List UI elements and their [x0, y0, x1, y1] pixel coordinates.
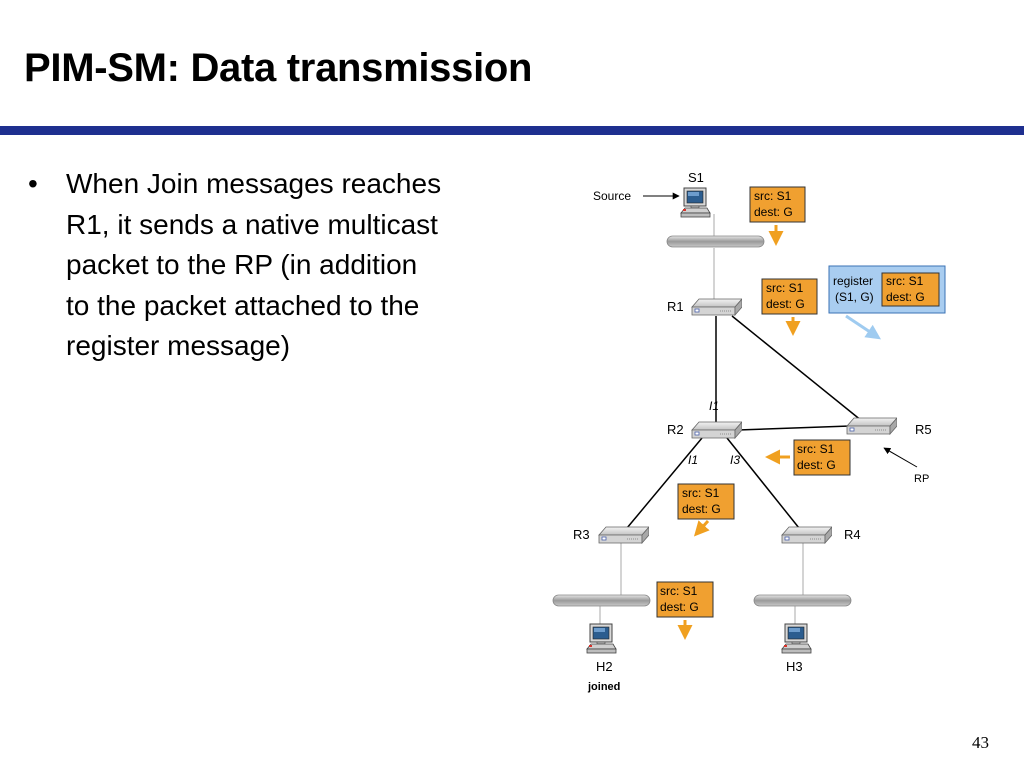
- node-label-r2: R2: [667, 422, 684, 437]
- packet-box: [656, 581, 714, 618]
- computer-icon: [781, 623, 812, 654]
- packet-dest: dest: G: [682, 502, 721, 516]
- packet-src: src: S1: [797, 442, 835, 456]
- router-icon: [846, 417, 897, 435]
- packet-dest: dest: G: [886, 290, 925, 304]
- computer-icon: [586, 623, 617, 654]
- packet-src: src: S1: [766, 281, 804, 295]
- interface-label: I1: [709, 399, 719, 413]
- packet-box: [677, 483, 735, 520]
- register-group-label: (S1, G): [835, 290, 874, 304]
- link-r1-r5: [731, 315, 863, 422]
- packet-dest: dest: G: [754, 205, 793, 219]
- lan-segment-icon: [552, 594, 651, 607]
- interface-label: I3: [730, 453, 740, 467]
- lan-segment-icon: [666, 235, 765, 248]
- link-r2-r5: [737, 425, 851, 431]
- packet-src: src: S1: [886, 274, 924, 288]
- interface-label: I1: [688, 453, 698, 467]
- router-icon: [691, 421, 742, 439]
- router-icon: [781, 526, 832, 544]
- link-r2-r4: [726, 437, 800, 529]
- link-r2-r3: [626, 437, 703, 529]
- bullet-item: When Join messages reaches R1, it sends …: [28, 164, 448, 367]
- packet-src: src: S1: [682, 486, 720, 500]
- packet-arrow: [693, 519, 710, 537]
- joined-label: joined: [587, 681, 620, 693]
- packet-box: [761, 278, 818, 315]
- node-label-r5: R5: [915, 422, 932, 437]
- packet-box: [881, 272, 940, 307]
- register-arrow: [845, 314, 881, 340]
- node-label-r1: R1: [667, 299, 684, 314]
- rp-pointer-arrow: [883, 447, 918, 468]
- packet-dest: dest: G: [797, 458, 836, 472]
- packet-box: [749, 186, 806, 223]
- bullet-list: When Join messages reaches R1, it sends …: [28, 164, 448, 367]
- rp-label: RP: [914, 473, 929, 485]
- node-label-r4: R4: [844, 527, 861, 542]
- lan-segment-icon: [753, 594, 852, 607]
- packet-box: [793, 439, 851, 476]
- packet-src: src: S1: [660, 584, 698, 598]
- node-label-s1: S1: [688, 170, 704, 185]
- node-label-h3: H3: [786, 659, 803, 674]
- node-label-h2: H2: [596, 659, 613, 674]
- packet-src: src: S1: [754, 189, 792, 203]
- packet-dest: dest: G: [766, 297, 805, 311]
- computer-icon: [680, 187, 711, 218]
- register-label: register: [833, 274, 873, 288]
- title-divider-bar: [0, 126, 1024, 135]
- node-label-r3: R3: [573, 527, 590, 542]
- router-icon: [598, 526, 649, 544]
- packet-dest: dest: G: [660, 600, 699, 614]
- page-number: 43: [972, 733, 989, 752]
- slide-title: PIM-SM: Data transmission: [24, 46, 533, 90]
- router-icon: [691, 298, 742, 316]
- source-label: Source: [593, 189, 631, 203]
